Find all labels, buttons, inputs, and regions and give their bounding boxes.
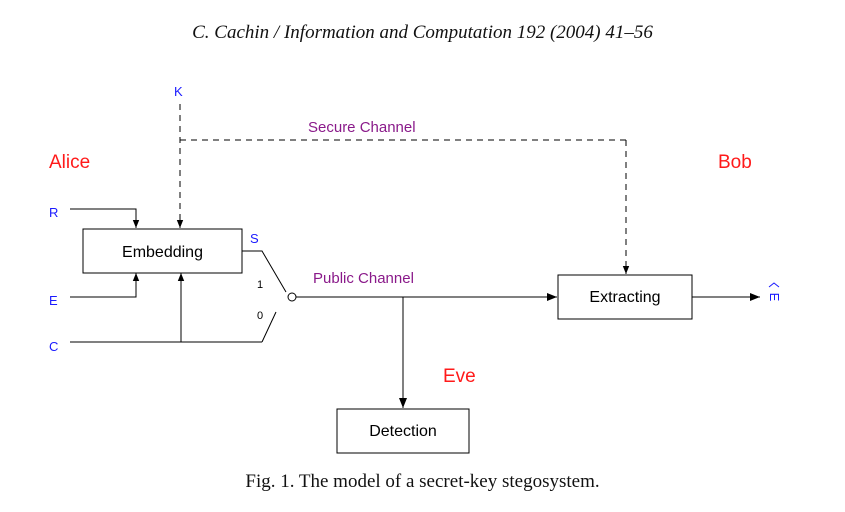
extracting-box [557,274,693,320]
extracting-label: Extracting [589,289,660,306]
eve-label: Eve [443,366,476,387]
estimated-output-label: E [767,282,782,302]
figure-caption: Fig. 1. The model of a secret-key stegos… [245,471,600,492]
covertext-label: C [49,339,58,354]
embedded-input-line [70,273,140,298]
embedded-input-label: E [49,293,58,308]
public-channel-label: Public Channel [313,270,414,287]
switch-zero-label: 0 [257,310,263,322]
embedding-label: Embedding [122,244,203,261]
alice-label: Alice [49,152,90,173]
random-input-line [70,208,140,228]
switch-pivot [287,292,297,302]
random-label: R [49,205,58,220]
switch-one-label: 1 [257,279,263,291]
key-label: K [174,84,183,99]
bob-label: Bob [718,152,752,173]
hat-mark [768,282,780,288]
detection-label: Detection [369,423,437,440]
detection-box [336,408,470,454]
running-header: C. Cachin / Information and Computation … [192,22,653,43]
output-e-label: E [767,293,782,302]
secure-channel-label: Secure Channel [308,119,416,136]
stego-output-line [242,250,287,293]
stego-label: S [250,231,259,246]
embedding-box [82,228,243,274]
switch-zero-line [261,311,277,343]
